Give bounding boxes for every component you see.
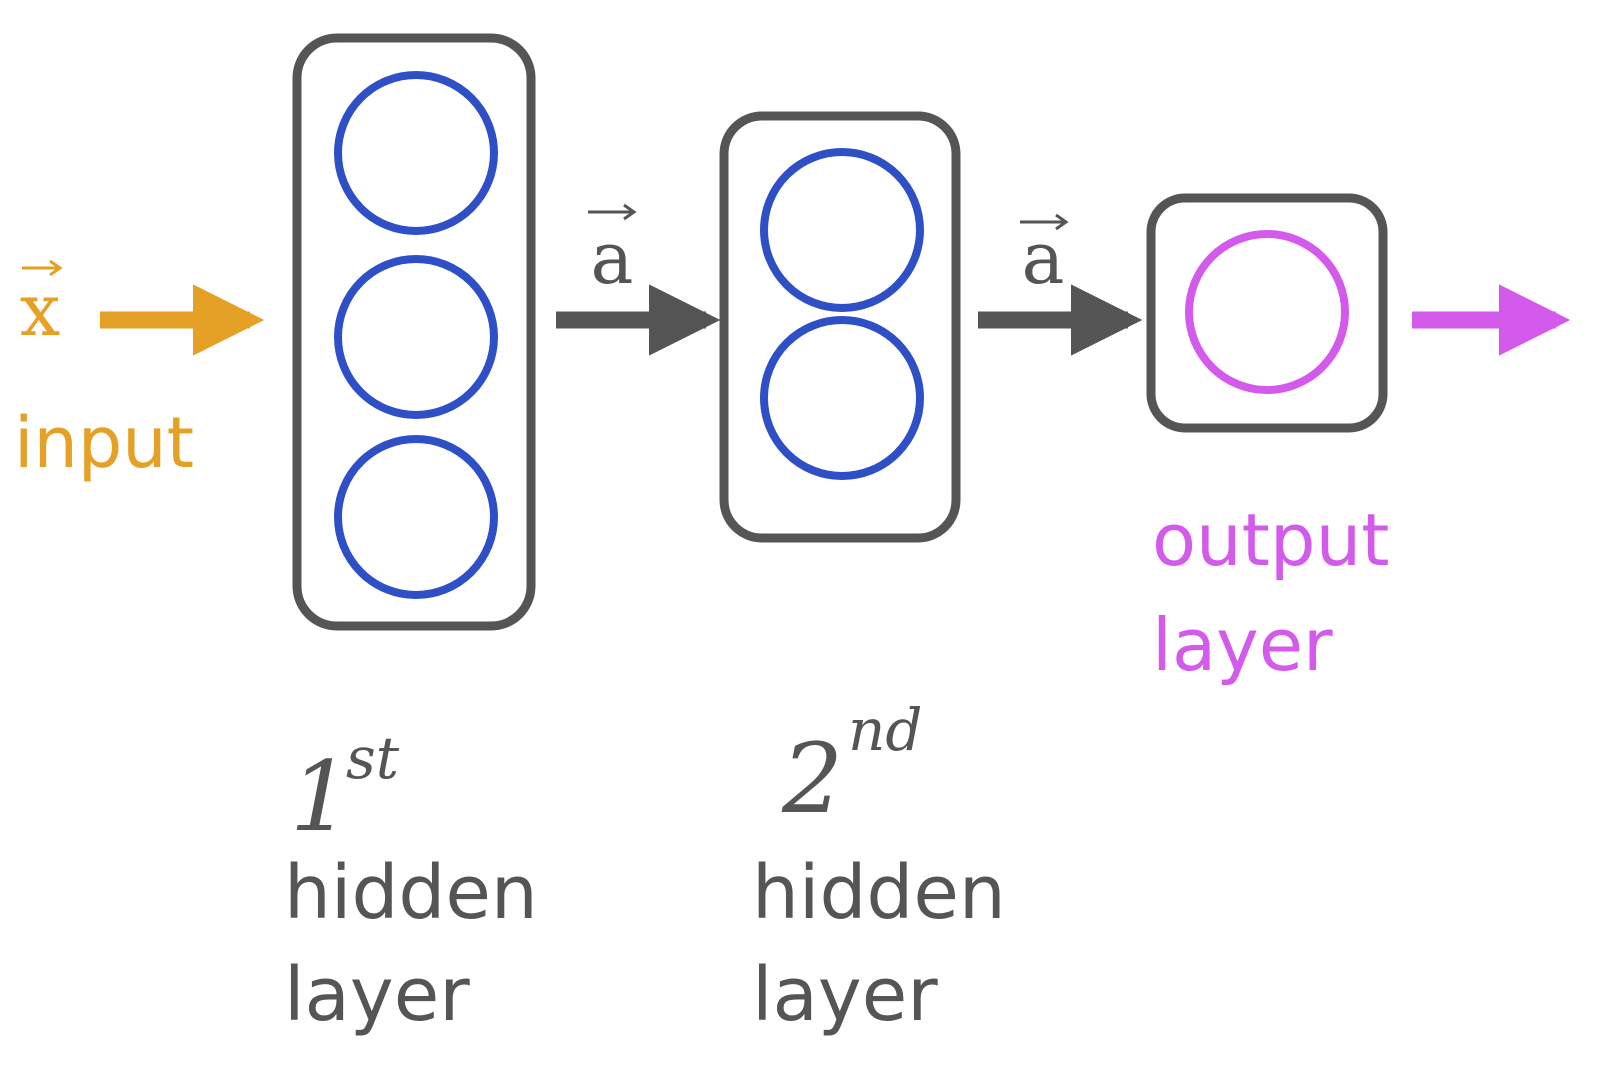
neuron (334, 435, 498, 599)
hidden-layer-1-box (292, 33, 536, 631)
layer-1-label-line1: hidden (284, 850, 538, 936)
layer-2-label-line2: layer (752, 952, 938, 1038)
activation-symbol: a (1022, 216, 1065, 300)
vector-arrow-icon (1020, 213, 1069, 231)
activation-vector-2: a (1020, 213, 1069, 300)
neuron (1185, 230, 1349, 394)
neuron (334, 71, 498, 235)
layer-2-ordinal-suffix: nd (848, 696, 922, 764)
neuron (334, 255, 498, 419)
activation-vector-1: a (588, 203, 637, 300)
vector-arrow-icon (22, 259, 63, 277)
layer-2-ordinal-number: 2 (781, 723, 843, 835)
layer-1-label-line2: layer (284, 952, 470, 1038)
input-label: input (14, 402, 194, 484)
neuron (760, 148, 924, 312)
hidden-layer-2-box (719, 111, 961, 543)
neuron (760, 316, 924, 480)
input-vector-symbol: x (20, 268, 61, 352)
output-layer-label-line2: layer (1152, 603, 1333, 687)
layer-1-ordinal-number: 1 (290, 741, 351, 853)
activation-symbol: a (591, 216, 634, 300)
output-layer-box (1146, 193, 1388, 433)
output-layer-label-line1: output (1152, 498, 1389, 582)
input-vector: x (20, 259, 63, 352)
layer-1-ordinal-suffix: st (346, 724, 400, 792)
vector-arrow-icon (588, 203, 637, 221)
layer-2-label-line1: hidden (752, 850, 1006, 936)
